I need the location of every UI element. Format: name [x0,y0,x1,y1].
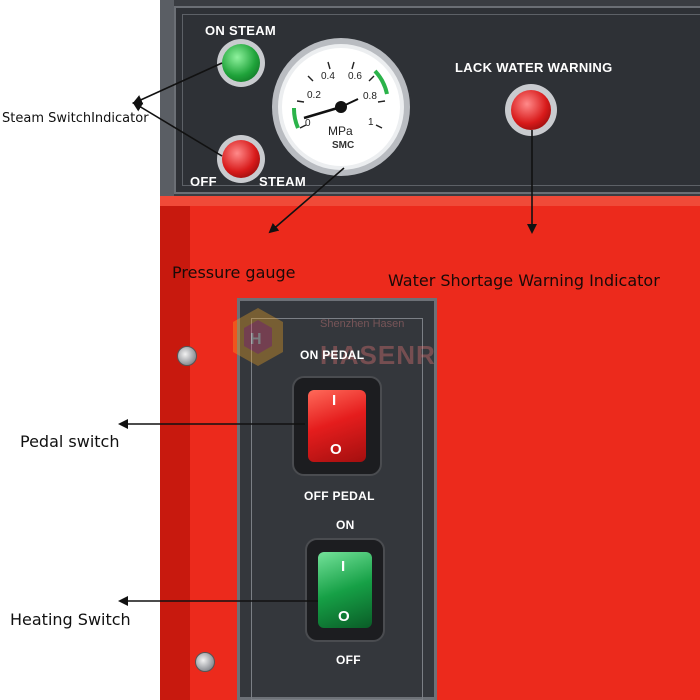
watermark-line1: Shenzhen Hasen [320,318,405,330]
brand-watermark: H Shenzhen Hasen HASENR [228,300,488,390]
callout-pedal-switch: Pedal switch [20,432,120,451]
gauge-tick-0-8: 0.8 [363,91,377,102]
label-off: OFF [190,174,217,189]
heating-switch-off-mark: O [338,608,350,625]
svg-text:H: H [250,331,262,348]
pressure-gauge-icon [272,38,410,176]
gauge-tick-0: 0 [305,118,311,129]
steam-on-lamp [222,44,260,82]
gauge-tick-0-4: 0.4 [321,71,335,82]
heating-switch-on-mark: I [341,558,346,575]
pedal-switch-off-mark: O [330,441,342,458]
callout-water-shortage-warning: Water Shortage Warning Indicator [388,271,660,290]
pedal-switch[interactable] [308,390,366,462]
label-off-pedal: OFF PEDAL [304,489,375,503]
water-warning-lamp [511,90,551,130]
label-heat-on: ON [336,518,355,532]
gauge-tick-1: 1 [368,117,374,128]
watermark-logo-icon: H [233,308,283,366]
callout-pressure-gauge: Pressure gauge [172,263,296,282]
heating-switch[interactable] [318,552,372,628]
panel-screw-lower [195,652,215,672]
machine-top-edge [160,0,174,212]
machine-red-lip [160,196,700,206]
callout-steam-switch-indicator: Steam SwitchIndicator [2,111,149,126]
watermark-line2: HASENR [320,340,436,370]
gauge-tick-0-6: 0.6 [348,71,362,82]
label-on-pedal: ON PEDAL [300,348,365,362]
gauge-tick-0-2: 0.2 [307,90,321,101]
gauge-brand: SMC [332,140,355,151]
label-lack-water-warning: LACK WATER WARNING [455,60,613,75]
panel-screw-upper [177,346,197,366]
gauge-unit: MPa [328,124,353,138]
callout-heating-switch: Heating Switch [10,610,131,629]
label-heat-off: OFF [336,653,361,667]
label-on-steam: ON STEAM [205,23,277,38]
machine-red-side-shade [160,200,190,700]
pedal-switch-on-mark: I [332,392,337,409]
steam-off-lamp [222,140,260,178]
